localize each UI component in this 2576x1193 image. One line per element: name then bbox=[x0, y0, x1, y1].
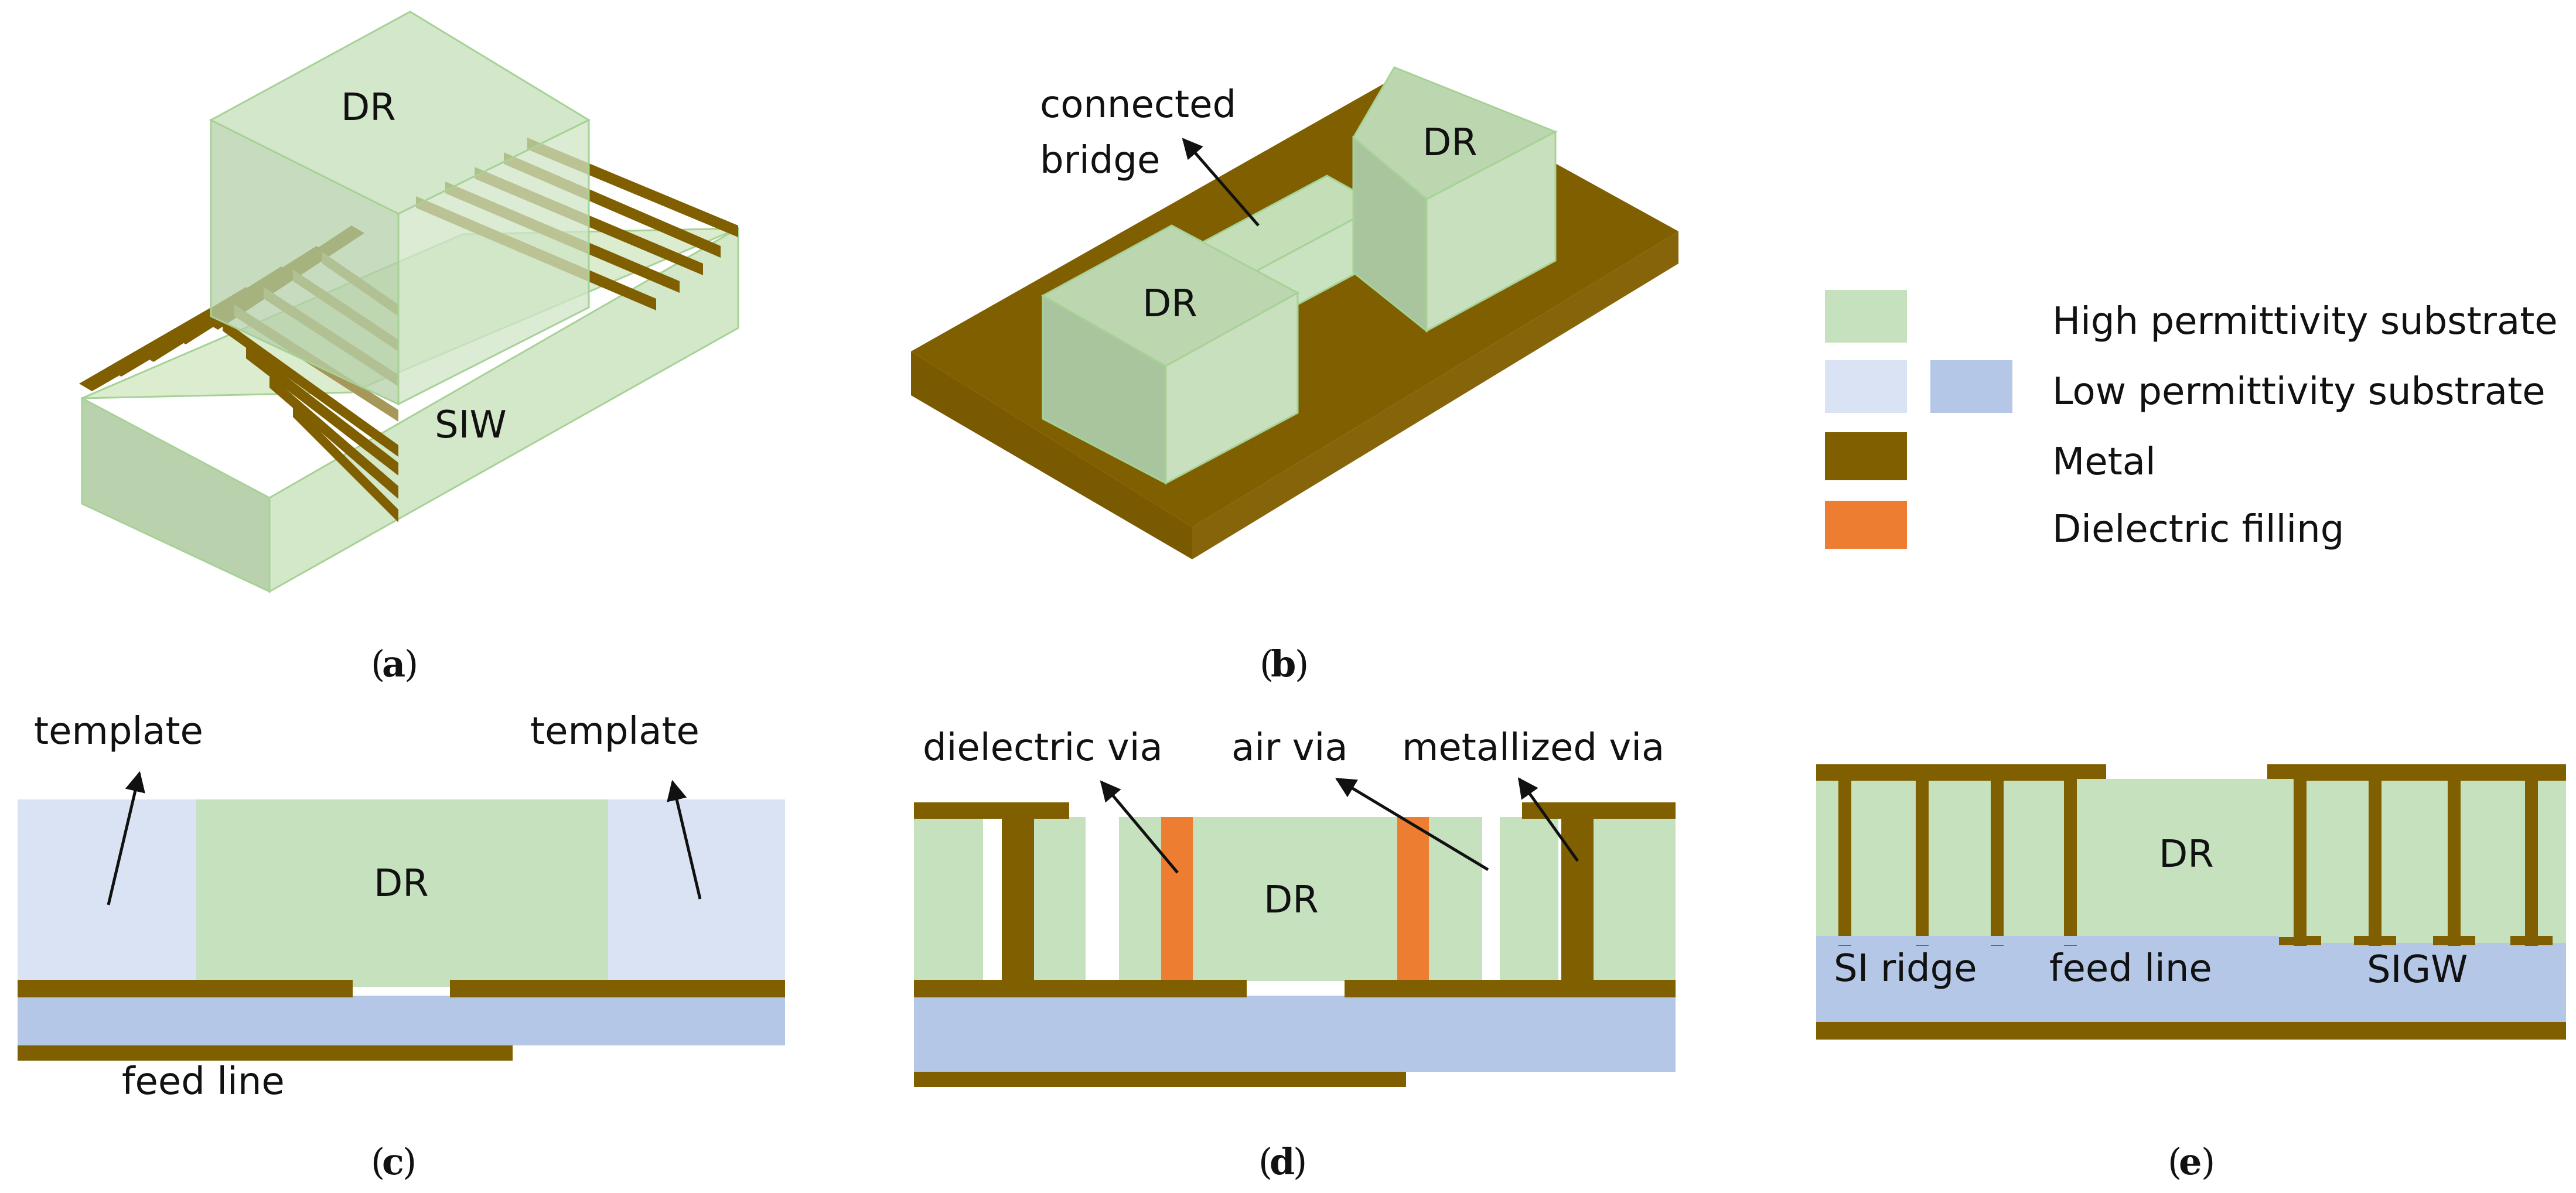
caption-d-letter: d bbox=[1270, 1140, 1295, 1183]
template-right-label: template bbox=[530, 710, 700, 753]
sigw-label: SIGW bbox=[2367, 948, 2468, 992]
legend-label-low: Low permittivity substrate bbox=[2052, 370, 2546, 413]
air-via-label: air via bbox=[1231, 726, 1348, 770]
metal-top-left-e bbox=[1816, 764, 2106, 781]
dr-block-e bbox=[2077, 779, 2294, 937]
metallized-via-right-cap bbox=[1522, 802, 1676, 819]
dielectric-via-left bbox=[1161, 817, 1193, 981]
caption-a-open: ( bbox=[371, 642, 385, 685]
hp-block-3 bbox=[1500, 817, 1558, 981]
dielectric-via-arrow bbox=[1100, 780, 1179, 874]
dr-label-b-right: DR bbox=[1422, 121, 1478, 165]
panel-e: DR SI ridge feed line SIGW ( e ) bbox=[1816, 764, 2566, 1183]
metal-top-right-e bbox=[2267, 764, 2566, 781]
metallized-via-right bbox=[1561, 802, 1594, 981]
legend-label-metal: Metal bbox=[2052, 440, 2156, 484]
caption-b-close: ) bbox=[1295, 642, 1309, 685]
legend-swatch-metal bbox=[1825, 432, 1907, 480]
metal-mid-right-d bbox=[1345, 980, 1676, 997]
dielectric-via-label: dielectric via bbox=[923, 726, 1163, 770]
legend-swatch-low-light bbox=[1825, 360, 1907, 413]
template-right-arrow bbox=[667, 780, 702, 900]
metal-top-left-c bbox=[18, 980, 353, 997]
feed-line-metal-c bbox=[18, 1045, 513, 1061]
bridge-label-line2: bridge bbox=[1040, 139, 1160, 182]
dr-cube-left bbox=[1040, 224, 1300, 485]
post-7 bbox=[2448, 764, 2461, 946]
panel-b: connected bridge DR DR ( b ) bbox=[911, 66, 1678, 685]
legend-swatch-low bbox=[1930, 360, 2012, 413]
caption-d-close: ) bbox=[1293, 1140, 1307, 1183]
legend-label-high: High permittivity substrate bbox=[2052, 300, 2558, 343]
caption-d-open: ( bbox=[1258, 1140, 1272, 1183]
caption-a-letter: a bbox=[382, 642, 405, 685]
post-4 bbox=[2064, 764, 2077, 946]
caption-c-letter: c bbox=[382, 1140, 404, 1183]
ridge-left-e bbox=[1816, 936, 2279, 945]
metal-bottom-e bbox=[1816, 1022, 2566, 1040]
legend-swatch-high bbox=[1825, 290, 1907, 343]
panel-a: DR SIW ( a ) bbox=[79, 11, 739, 685]
caption-b-open: ( bbox=[1260, 642, 1274, 685]
pad-3 bbox=[2433, 936, 2475, 945]
metallized-via-left bbox=[1002, 802, 1034, 981]
bridge-label-line1: connected bbox=[1040, 83, 1236, 127]
si-ridge-label: SI ridge bbox=[1834, 947, 1977, 990]
hp-block-4 bbox=[1594, 817, 1676, 981]
feed-line-metal-d bbox=[914, 1072, 1406, 1087]
panel-d: dielectric via air via metallized via DR… bbox=[914, 726, 1676, 1183]
legend: High permittivity substrate Low permitti… bbox=[1825, 290, 2558, 551]
pad-4 bbox=[2510, 936, 2553, 945]
post-8 bbox=[2525, 764, 2538, 946]
metallized-via-left-cap bbox=[914, 802, 1069, 819]
post-1 bbox=[1838, 764, 1851, 946]
feed-line-label-c: feed line bbox=[122, 1060, 285, 1103]
caption-b-letter: b bbox=[1271, 642, 1296, 685]
panel-c: template template DR feed line ( c ) bbox=[18, 710, 785, 1183]
metal-top-right-c bbox=[450, 980, 785, 997]
air-via-arrow bbox=[1335, 777, 1489, 871]
bridge-arrow bbox=[1182, 138, 1260, 227]
template-left-label: template bbox=[34, 710, 203, 753]
legend-label-filling: Dielectric filling bbox=[2052, 508, 2344, 551]
dr-cube-right bbox=[1352, 66, 1558, 333]
caption-e-open: ( bbox=[2168, 1140, 2182, 1183]
caption-e-close: ) bbox=[2201, 1140, 2215, 1183]
feed-line-label-e: feed line bbox=[2049, 947, 2212, 990]
post-2 bbox=[1916, 764, 1929, 946]
caption-c-close: ) bbox=[402, 1140, 417, 1183]
dr-label-a: DR bbox=[341, 86, 396, 129]
pad-1 bbox=[2279, 936, 2321, 945]
dr-label-c: DR bbox=[374, 862, 429, 905]
template-left bbox=[18, 799, 196, 980]
caption-a-close: ) bbox=[404, 642, 418, 685]
dr-label-b-left: DR bbox=[1142, 282, 1197, 326]
dielectric-via-right bbox=[1397, 817, 1429, 981]
post-3 bbox=[1991, 764, 2004, 946]
legend-swatch-filling bbox=[1825, 501, 1907, 549]
post-5 bbox=[2294, 764, 2307, 946]
siw-label: SIW bbox=[435, 404, 507, 447]
sigw-posts bbox=[1838, 764, 2553, 946]
template-left-arrow bbox=[107, 771, 145, 905]
dr-block-c bbox=[196, 799, 608, 987]
caption-c-open: ( bbox=[371, 1140, 385, 1183]
low-perm-substrate-d bbox=[914, 996, 1676, 1072]
post-6 bbox=[2369, 764, 2381, 946]
low-perm-layer-e bbox=[1816, 943, 2566, 1022]
metal-mid-left-d bbox=[914, 980, 1247, 997]
dr-label-e: DR bbox=[2159, 833, 2214, 876]
dr-label-d: DR bbox=[1264, 878, 1319, 922]
hp-block-2 bbox=[1034, 817, 1086, 981]
caption-e-letter: e bbox=[2179, 1140, 2202, 1183]
low-perm-substrate-c bbox=[18, 996, 785, 1045]
dr-cube-a bbox=[209, 11, 591, 406]
pad-2 bbox=[2354, 936, 2396, 945]
metallized-via-label: metallized via bbox=[1402, 726, 1664, 770]
metallized-via-arrow bbox=[1517, 777, 1579, 862]
hp-block-1 bbox=[914, 817, 983, 981]
